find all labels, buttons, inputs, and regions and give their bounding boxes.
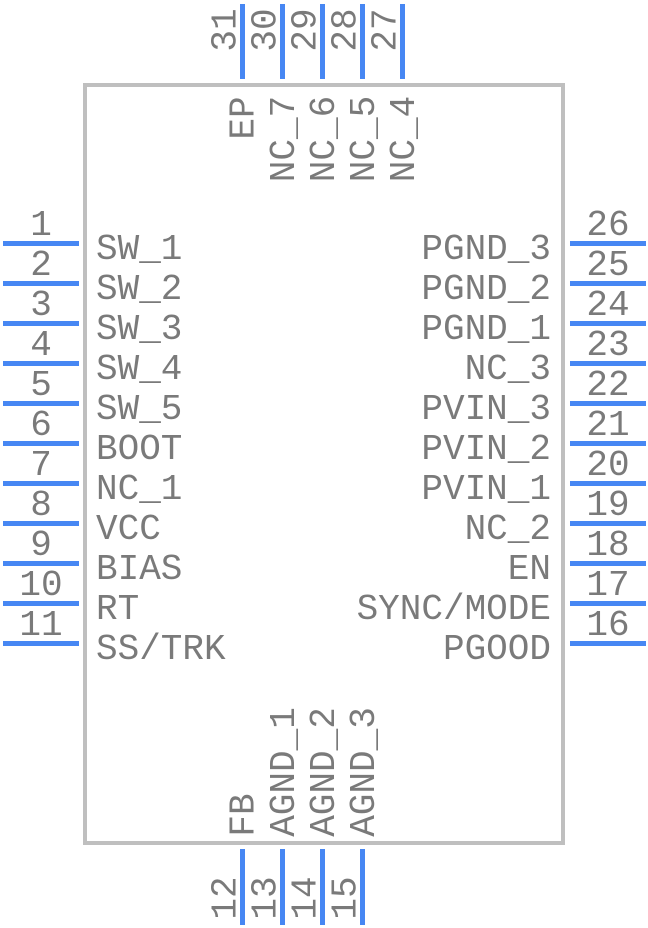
pin-number: 22 xyxy=(586,365,630,406)
pin-line xyxy=(3,281,79,286)
pin-line xyxy=(400,4,405,79)
pin-label: PVIN_1 xyxy=(421,469,551,510)
pin-line xyxy=(570,361,646,366)
pin-number: 13 xyxy=(245,876,287,920)
pin-number: 31 xyxy=(205,7,247,52)
pin-line xyxy=(3,521,79,526)
pin-label: SW_2 xyxy=(96,269,183,310)
pin-label: SW_5 xyxy=(96,389,183,430)
pin-line xyxy=(360,4,365,79)
pin-line xyxy=(3,321,79,326)
pin-label: SYNC/MODE xyxy=(356,589,551,630)
pin-number: 16 xyxy=(586,605,630,646)
pin-number: 4 xyxy=(30,325,52,366)
pin-label: NC_2 xyxy=(464,509,551,550)
pin-number: 27 xyxy=(365,7,407,52)
pin-label: NC_1 xyxy=(96,469,183,510)
pin-line xyxy=(3,401,79,406)
pin-line xyxy=(570,441,646,446)
pin-label: FB xyxy=(223,793,265,837)
pin-line xyxy=(570,401,646,406)
pin-line xyxy=(320,849,325,925)
pin-label: PVIN_3 xyxy=(421,389,551,430)
pin-line xyxy=(3,241,79,246)
pin-number: 11 xyxy=(19,605,63,646)
pin-number: 2 xyxy=(30,245,52,286)
pin-label: EP xyxy=(223,95,265,140)
pin-number: 19 xyxy=(586,485,630,526)
pin-label: SW_3 xyxy=(96,309,183,350)
pin-label: PGND_3 xyxy=(421,229,551,270)
pin-line xyxy=(570,641,646,646)
pin-label: NC_5 xyxy=(343,95,385,183)
pin-label: PGND_2 xyxy=(421,269,551,310)
pin-line xyxy=(320,4,325,79)
pin-line xyxy=(570,561,646,566)
pin-label: AGND_2 xyxy=(303,707,345,837)
pin-number: 21 xyxy=(586,405,630,446)
pin-label: BIAS xyxy=(96,549,183,590)
pin-number: 3 xyxy=(30,285,52,326)
pin-number: 20 xyxy=(586,445,630,486)
pin-label: PGND_1 xyxy=(421,309,551,350)
pin-number: 29 xyxy=(285,7,327,52)
pin-label: NC_4 xyxy=(383,95,425,183)
pin-line xyxy=(570,481,646,486)
pin-line xyxy=(360,849,365,925)
pin-number: 1 xyxy=(30,205,52,246)
pin-number: 5 xyxy=(30,365,52,406)
pin-line xyxy=(3,441,79,446)
pin-number: 8 xyxy=(30,485,52,526)
pin-line xyxy=(240,4,245,79)
pin-label: PGOOD xyxy=(442,629,551,670)
pin-line xyxy=(570,321,646,326)
pin-number: 23 xyxy=(586,325,630,366)
pin-number: 10 xyxy=(19,565,63,606)
pin-label: PVIN_2 xyxy=(421,429,551,470)
pin-line xyxy=(240,849,245,925)
pin-label: AGND_1 xyxy=(263,707,305,837)
pin-line xyxy=(570,601,646,606)
pin-line xyxy=(570,521,646,526)
pin-label: NC_3 xyxy=(464,349,551,390)
pin-line xyxy=(3,641,79,646)
pin-number: 18 xyxy=(586,525,630,566)
pin-label: RT xyxy=(96,589,140,630)
pin-label: SW_4 xyxy=(96,349,183,390)
component-body xyxy=(83,83,565,845)
pin-label: SW_1 xyxy=(96,229,183,270)
pin-number: 9 xyxy=(30,525,52,566)
pin-label: SS/TRK xyxy=(96,629,226,670)
pin-number: 28 xyxy=(325,7,367,52)
pin-line xyxy=(570,281,646,286)
pin-line xyxy=(280,849,285,925)
pin-line xyxy=(3,481,79,486)
pin-label: NC_6 xyxy=(303,95,345,183)
pin-line xyxy=(3,361,79,366)
pin-number: 17 xyxy=(586,565,630,606)
pin-label: NC_7 xyxy=(263,95,305,183)
pin-number: 12 xyxy=(205,876,247,920)
pin-number: 25 xyxy=(586,245,630,286)
pin-number: 6 xyxy=(30,405,52,446)
pin-number: 14 xyxy=(285,876,327,920)
pin-line xyxy=(3,561,79,566)
pin-line xyxy=(3,601,79,606)
pin-label: BOOT xyxy=(96,429,183,470)
pin-number: 30 xyxy=(245,7,287,52)
pin-number: 24 xyxy=(586,285,630,326)
pin-label: AGND_3 xyxy=(343,707,385,837)
pin-line xyxy=(280,4,285,79)
pin-number: 7 xyxy=(30,445,52,486)
pin-label: VCC xyxy=(96,509,161,550)
pin-label: EN xyxy=(507,549,551,590)
pin-line xyxy=(570,241,646,246)
pin-number: 26 xyxy=(586,205,630,246)
pin-number: 15 xyxy=(325,876,367,920)
